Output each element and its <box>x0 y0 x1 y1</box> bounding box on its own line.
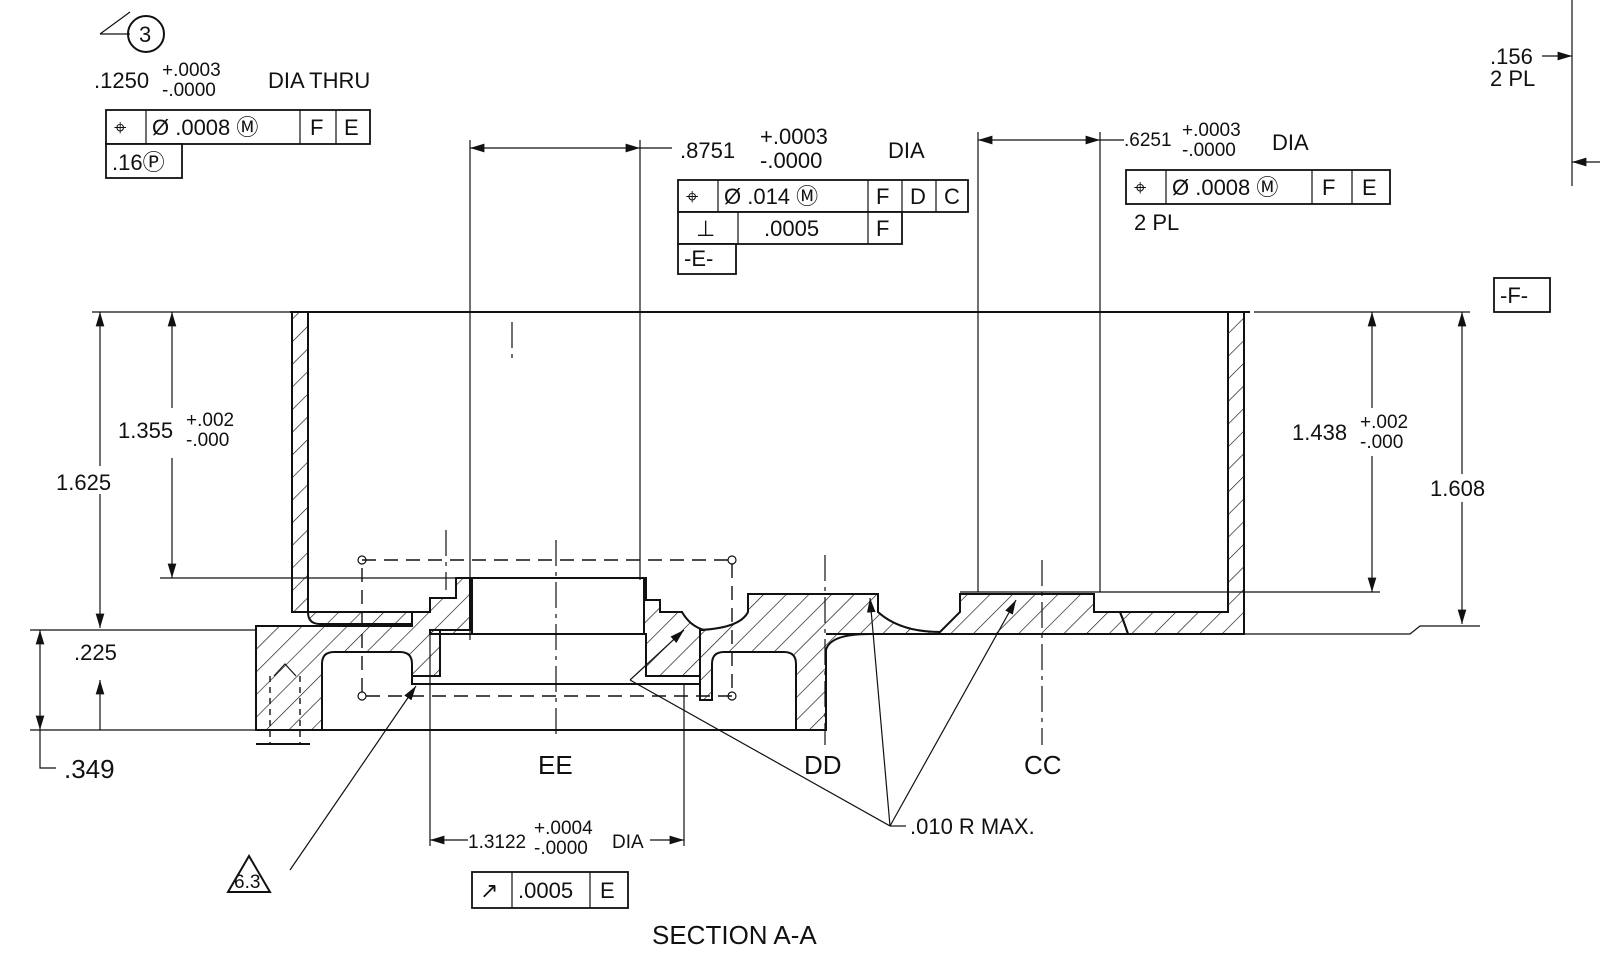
corner-value: .156 <box>1490 44 1533 69</box>
hole-nominal: .1250 <box>94 68 149 93</box>
right-dim2: 1.608 <box>1430 476 1485 501</box>
hole-suffix: DIA THRU <box>268 68 370 93</box>
right-dim1-plus: +.002 <box>1360 412 1408 433</box>
base-right <box>699 593 1130 731</box>
right-bore-fcf-symbol: ⌖ <box>1134 175 1146 200</box>
bore-fcf1-datum2: D <box>910 184 926 209</box>
finish-value: 6.3 <box>234 872 260 893</box>
radius-note: .010 R MAX. <box>910 814 1035 839</box>
datum-f: -F- <box>1493 277 1551 313</box>
left-wall <box>291 311 413 625</box>
right-bore-note: .6251 +.0003 -.0000 DIA ⌖ Ø .0008 Ⓜ F E … <box>1124 120 1391 235</box>
right-bore-fcf-datum1: F <box>1322 175 1335 200</box>
bore-datum-e: -E- <box>684 246 713 271</box>
corner-qty: 2 PL <box>1490 66 1535 91</box>
hole-note: 3 .1250 +.0003 -.0000 DIA THRU ⌖ Ø .0008… <box>94 15 371 179</box>
left-dim1-minus: -.000 <box>186 430 229 451</box>
right-bore-nominal: .6251 <box>1124 130 1172 151</box>
bottom-bore-tol-plus: +.0004 <box>534 818 593 839</box>
centerline-label-ee: EE <box>538 750 573 780</box>
bottom-bore-suffix: DIA <box>612 832 644 853</box>
right-dim1-minus: -.000 <box>1360 432 1403 453</box>
right-dim1-nominal: 1.438 <box>1292 420 1347 445</box>
left-dim2: 1.625 <box>56 470 111 495</box>
bottom-bore-fcf-tol: .0005 <box>518 878 573 903</box>
left-dim1-nominal: 1.355 <box>118 418 173 443</box>
bottom-bore-tol-minus: -.0000 <box>534 838 588 859</box>
bore-fcf2-tol: .0005 <box>764 216 819 241</box>
bore-fcf1-datum3: C <box>944 184 960 209</box>
part-section <box>160 311 1480 745</box>
bottom-bore-nominal: 1.3122 <box>468 832 526 853</box>
left-dim1-plus: +.002 <box>186 410 234 431</box>
bore-fcf1-tol: Ø .014 Ⓜ <box>724 184 818 209</box>
tapped-hole <box>256 663 310 745</box>
bore-fcf1-datum1: F <box>876 184 889 209</box>
left-dim4: .349 <box>64 754 115 784</box>
section-title: SECTION A-A <box>652 920 817 950</box>
hole-projected: .16Ⓟ <box>112 150 165 175</box>
bore-suffix: DIA <box>888 138 925 163</box>
bottom-bore-fcf-datum: E <box>600 878 615 903</box>
centerline-label-dd: DD <box>804 750 842 780</box>
hole-tol-minus: -.0000 <box>162 80 216 101</box>
base-left <box>255 577 471 731</box>
hole-fcf-datum1: F <box>310 115 323 140</box>
corner-note: .156 2 PL <box>1490 44 1535 91</box>
right-bore-fcf-tol: Ø .0008 Ⓜ <box>1172 175 1278 200</box>
right-bore-suffix: DIA <box>1272 130 1309 155</box>
left-dim3: .225 <box>74 640 117 665</box>
hole-fcf-datum2: E <box>344 115 359 140</box>
right-bore-tol-minus: -.0000 <box>1182 140 1236 161</box>
right-bore-fcf-datum2: E <box>1362 175 1377 200</box>
centerline-label-cc: CC <box>1024 750 1062 780</box>
hole-tol-plus: +.0003 <box>162 60 221 81</box>
hole-fcf-tol: Ø .0008 Ⓜ <box>152 115 258 140</box>
bore-fcf2-datum: F <box>876 216 889 241</box>
hole-fcf-symbol: ⌖ <box>114 115 126 140</box>
left-dimensions: 1.355 +.002 -.000 1.625 .225 .349 <box>52 408 256 784</box>
bore-tol-plus: +.0003 <box>760 124 828 149</box>
bore-fcf2-symbol: ⊥ <box>696 216 715 241</box>
right-wall <box>1118 311 1245 635</box>
bore-nominal: .8751 <box>680 138 735 163</box>
right-bore-qty: 2 PL <box>1134 210 1179 235</box>
hidden-feature <box>361 559 733 697</box>
balloon-number: 3 <box>139 22 151 47</box>
right-dimensions: 1.438 +.002 -.000 1.608 <box>1290 408 1506 502</box>
right-bore-tol-plus: +.0003 <box>1182 120 1241 141</box>
bore-tol-minus: -.0000 <box>760 148 822 173</box>
surface-finish-symbol: 6.3 <box>226 854 272 893</box>
datum-f-label: -F- <box>1500 283 1528 308</box>
centerlines <box>445 322 1043 745</box>
bore-fcf1-symbol: ⌖ <box>686 184 698 209</box>
bottom-bore-note: 1.3122 +.0004 -.0000 DIA ↗ .0005 E <box>468 818 644 909</box>
dimension-lines <box>30 0 1600 871</box>
bottom-bore-fcf-symbol: ↗ <box>480 878 498 903</box>
bore-note: .8751 +.0003 -.0000 DIA ⌖ Ø .014 Ⓜ F D C… <box>677 124 969 275</box>
